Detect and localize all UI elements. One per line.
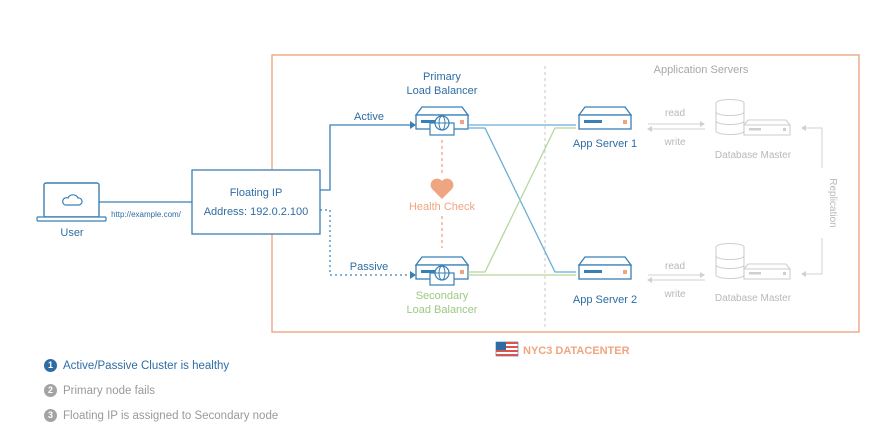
secondary-lb-title: Secondary — [416, 290, 469, 302]
floating-ip-box — [191, 169, 321, 235]
replication-arrowhead-top — [801, 125, 806, 131]
read-label-1: read — [665, 108, 685, 119]
write-label-1: write — [663, 137, 686, 148]
replication-arrowhead-bottom — [801, 271, 806, 277]
step-2-text: Primary node fails — [63, 384, 156, 397]
replication-label: Replication — [827, 178, 838, 227]
read-label-2: read — [665, 261, 685, 272]
step-3-text: Floating IP is assigned to Secondary nod… — [63, 409, 279, 422]
app-servers-header: Application Servers — [654, 64, 749, 76]
write-arrowhead-1 — [647, 126, 652, 132]
primary-lb-title: Primary — [423, 71, 461, 83]
database-master-1-label: Database Master — [715, 150, 792, 161]
laptop-cloud-icon — [36, 182, 107, 222]
step-1-badge: 1 — [44, 359, 57, 373]
floating-ip-address: Address: 192.0.2.100 — [204, 206, 309, 218]
passive-arrowhead — [410, 271, 416, 279]
write-arrowhead-2 — [647, 277, 652, 283]
primary-lb-subtitle: Load Balancer — [407, 85, 478, 97]
floating-ip-title: Floating IP — [230, 187, 283, 199]
write-label-2: write — [663, 289, 686, 300]
secondary-lb-subtitle: Load Balancer — [407, 304, 478, 316]
database-icon-2 — [715, 242, 791, 280]
active-arrowhead — [410, 121, 416, 129]
secondary-to-app1-link — [468, 127, 576, 273]
secondary-lb-server-icon — [415, 256, 469, 286]
read-arrowhead-2 — [700, 272, 705, 278]
app-server-1-icon — [578, 106, 632, 130]
passive-link — [320, 209, 410, 276]
passive-label: Passive — [350, 261, 389, 273]
app-server-2-label: App Server 2 — [573, 294, 637, 306]
step-2-badge: 2 — [44, 384, 57, 398]
database-master-2-label: Database Master — [715, 293, 792, 304]
health-check-label: Health Check — [409, 201, 476, 213]
heart-icon — [430, 178, 454, 199]
legend-step-3: 3 Floating IP is assigned to Secondary no… — [44, 407, 278, 425]
step-1-text: Active/Passive Cluster is healthy — [63, 359, 230, 372]
app-server-1-label: App Server 1 — [573, 138, 637, 150]
us-flag-icon — [495, 341, 519, 357]
active-link — [320, 124, 410, 191]
legend-step-1: 1 Active/Passive Cluster is healthy — [44, 357, 229, 375]
step-3-badge: 3 — [44, 409, 57, 423]
url-label: http://example.com/ — [111, 210, 182, 219]
active-label: Active — [354, 111, 384, 123]
user-label: User — [60, 227, 84, 239]
datacenter-boundary — [271, 54, 860, 333]
read-arrowhead-1 — [700, 121, 705, 127]
replication-label-bg — [815, 168, 831, 238]
app-server-2-icon — [578, 256, 632, 280]
legend-step-2: 2 Primary node fails — [44, 382, 155, 400]
primary-lb-server-icon — [415, 106, 469, 136]
primary-to-app2-link — [468, 127, 576, 273]
database-icon-1 — [715, 98, 791, 136]
datacenter-label: NYC3 DATACENTER — [523, 345, 630, 357]
